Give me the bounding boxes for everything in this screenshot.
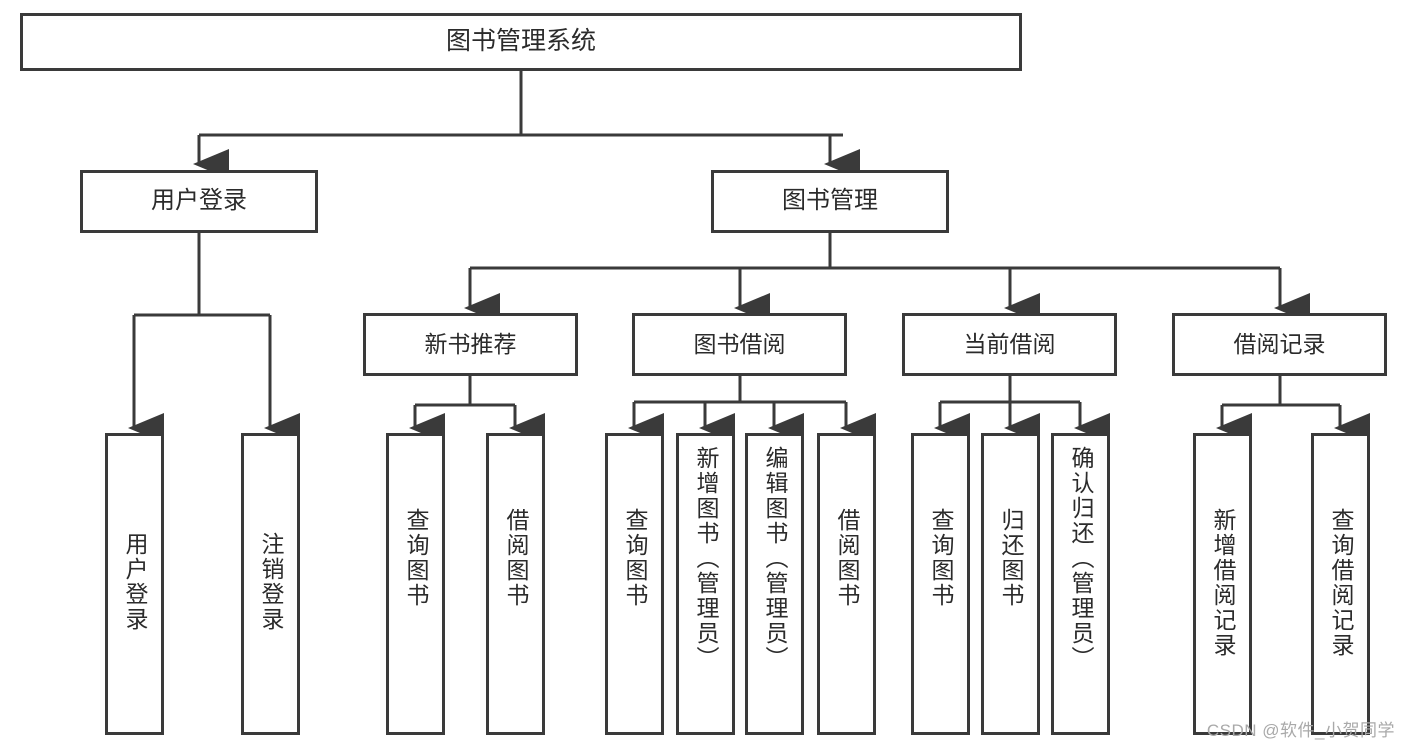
- node-label: 归还图书: [998, 508, 1024, 608]
- leaf-borrow-record-add[interactable]: 新增借阅记录: [1193, 433, 1252, 735]
- node-book-management[interactable]: 图书管理: [711, 170, 949, 233]
- node-new-book-recommend[interactable]: 新书推荐: [363, 313, 578, 376]
- node-label: 图书管理系统: [445, 27, 596, 56]
- leaf-new-book-query[interactable]: 查询图书: [386, 433, 445, 735]
- leaf-new-book-borrow[interactable]: 借阅图书: [486, 433, 545, 735]
- leaf-book-borrow-query[interactable]: 查询图书: [605, 433, 664, 735]
- leaf-borrow-record-query[interactable]: 查询借阅记录: [1311, 433, 1370, 735]
- node-label: 借阅图书: [503, 508, 529, 608]
- node-label: 新增图书（管理员）: [693, 446, 719, 671]
- node-label: 用户登录: [122, 532, 148, 632]
- leaf-user-login-logout[interactable]: 注销登录: [241, 433, 300, 735]
- node-label: 借阅记录: [1233, 330, 1326, 357]
- node-label: 图书管理: [782, 187, 878, 215]
- node-borrow-record[interactable]: 借阅记录: [1172, 313, 1387, 376]
- node-label: 借阅图书: [834, 508, 860, 608]
- node-label: 查询图书: [928, 508, 954, 608]
- leaf-current-borrow-return[interactable]: 归还图书: [981, 433, 1040, 735]
- node-label: 用户登录: [151, 187, 247, 215]
- node-user-login[interactable]: 用户登录: [80, 170, 318, 233]
- leaf-user-login-login[interactable]: 用户登录: [105, 433, 164, 735]
- leaf-current-borrow-confirm[interactable]: 确认归还（管理员）: [1051, 433, 1110, 735]
- node-label: 图书借阅: [693, 330, 786, 357]
- node-label: 查询图书: [622, 508, 648, 608]
- leaf-book-borrow-borrow[interactable]: 借阅图书: [817, 433, 876, 735]
- node-book-borrow[interactable]: 图书借阅: [632, 313, 847, 376]
- leaf-book-borrow-edit[interactable]: 编辑图书（管理员）: [745, 433, 804, 735]
- node-label: 查询图书: [403, 508, 429, 608]
- node-label: 编辑图书（管理员）: [762, 446, 788, 671]
- node-label: 新书推荐: [424, 330, 517, 357]
- node-label: 注销登录: [258, 532, 284, 632]
- node-label: 确认归还（管理员）: [1068, 446, 1094, 671]
- node-label: 查询借阅记录: [1328, 508, 1354, 658]
- node-label: 新增借阅记录: [1210, 508, 1236, 658]
- node-current-borrow[interactable]: 当前借阅: [902, 313, 1117, 376]
- leaf-book-borrow-add[interactable]: 新增图书（管理员）: [676, 433, 735, 735]
- node-root[interactable]: 图书管理系统: [20, 13, 1022, 71]
- leaf-current-borrow-query[interactable]: 查询图书: [911, 433, 970, 735]
- csdn-watermark: CSDN @软件_小贺同学: [1206, 721, 1395, 740]
- node-label: 当前借阅: [963, 330, 1056, 357]
